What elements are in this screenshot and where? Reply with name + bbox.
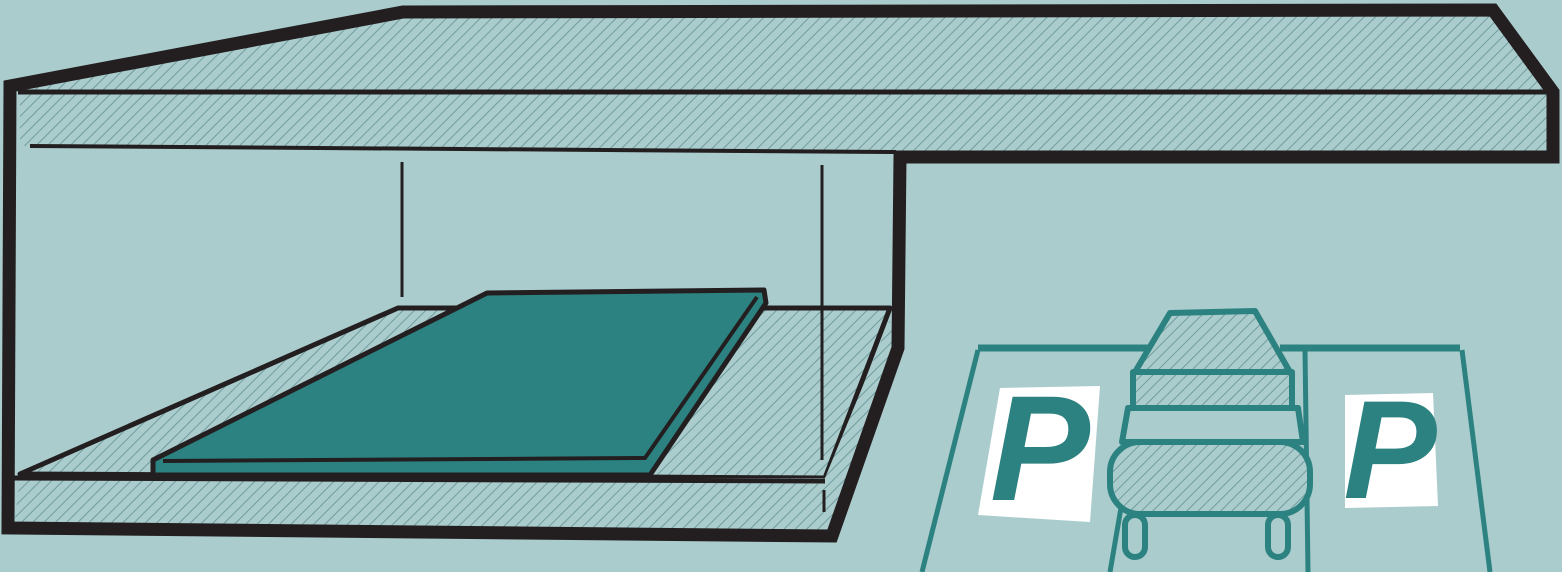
car-body-upper xyxy=(1122,408,1303,442)
car-windshield xyxy=(1133,372,1292,408)
roof-front-face xyxy=(20,93,1548,153)
car-wheel-left xyxy=(1125,515,1145,557)
floor-front-edge xyxy=(10,478,825,481)
parking-sign-left-letter: P xyxy=(990,364,1091,532)
car-body-lower xyxy=(1110,442,1310,514)
parking-sign-right-letter: P xyxy=(1343,371,1437,528)
parking-sign-right: P xyxy=(1343,371,1438,528)
car-wheel-right xyxy=(1268,515,1288,557)
parking-sign-left: P xyxy=(978,364,1100,532)
